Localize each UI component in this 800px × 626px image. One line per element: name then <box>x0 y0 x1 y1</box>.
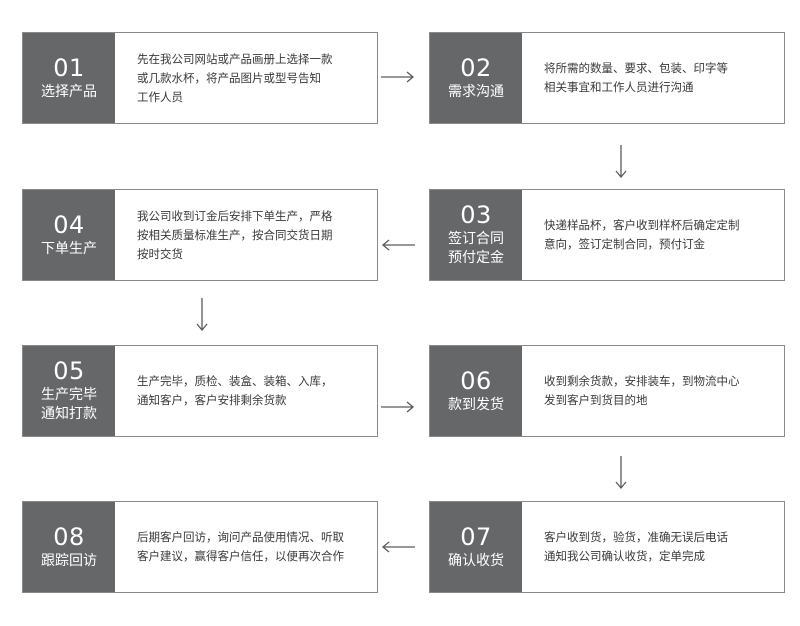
step-description: 生产完毕，质检、装盒、装箱、入库， 通知客户，客户安排剩余货款 <box>115 346 377 436</box>
description-line: 将所需的数量、要求、包装、印字等 <box>544 61 728 75</box>
arrow-down-icon <box>615 145 627 179</box>
step-title-line: 确认收货 <box>448 552 504 569</box>
step-06: 06 款到发货 收到剩余货款，安排装车，到物流中心 发到客户到货目的地 <box>429 345 785 437</box>
step-header: 01 选择产品 <box>23 33 115 123</box>
description-line: 按时交货 <box>137 246 183 261</box>
step-title-line: 跟踪回访 <box>41 552 97 569</box>
arrow-left-icon <box>381 541 415 553</box>
step-title-line: 需求沟通 <box>448 83 504 100</box>
step-header: 02 需求沟通 <box>430 33 522 123</box>
step-description: 客户收到货，验货，准确无误后电话 通知我公司确认收货，定单完成 <box>522 502 784 592</box>
step-description: 我公司收到订金后安排下单生产，严格 按相关质量标准生产，按合同交货日期 按时交货 <box>115 190 377 280</box>
step-title-line: 选择产品 <box>41 83 97 100</box>
description-line: 客户建议，赢得客户信任，以便再次合作 <box>137 549 344 563</box>
step-description: 收到剩余货款，安排装车，到物流中心 发到客户到货目的地 <box>522 346 784 436</box>
arrow-down-icon <box>615 456 627 490</box>
step-header: 07 确认收货 <box>430 502 522 592</box>
step-description: 后期客户回访，询问产品使用情况、听取 客户建议，赢得客户信任，以便再次合作 <box>115 502 377 592</box>
step-title-line: 款到发货 <box>448 396 504 413</box>
description-line: 按相关质量标准生产，按合同交货日期 <box>137 227 333 242</box>
description-line: 通知我公司确认收货，定单完成 <box>544 549 705 563</box>
description-line: 意向，签订定制合同，预付订金 <box>544 237 705 251</box>
step-header: 06 款到发货 <box>430 346 522 436</box>
step-number: 05 <box>53 357 85 385</box>
arrow-down-icon <box>196 298 208 332</box>
description-line: 我公司收到订金后安排下单生产，严格 <box>137 208 333 223</box>
step-description: 先在我公司网站或产品画册上选择一款 或几款水杯，将产品图片或型号告知 工作人员 <box>115 33 377 123</box>
step-title: 选择产品 <box>41 83 97 102</box>
step-title: 生产完毕 通知打款 <box>41 386 97 424</box>
step-header: 08 跟踪回访 <box>23 502 115 592</box>
step-number: 07 <box>460 522 492 551</box>
step-header: 05 生产完毕 通知打款 <box>23 346 115 436</box>
step-08: 08 跟踪回访 后期客户回访，询问产品使用情况、听取 客户建议，赢得客户信任，以… <box>22 501 378 593</box>
step-title-line: 签订合同 <box>448 231 504 247</box>
step-header: 04 下单生产 <box>23 190 115 280</box>
step-title: 确认收货 <box>448 552 504 571</box>
arrow-left-icon <box>381 239 415 251</box>
step-title: 签订合同 预付定金 <box>448 230 504 268</box>
description-line: 发到客户到货目的地 <box>544 393 648 407</box>
step-03: 03 签订合同 预付定金 快递样品杯，客户收到样杯后确定定制 意向，签订定制合同… <box>429 189 785 281</box>
description-line: 通知客户，客户安排剩余货款 <box>137 393 287 407</box>
step-title: 款到发货 <box>448 396 504 415</box>
description-line: 工作人员 <box>137 89 183 104</box>
step-title: 需求沟通 <box>448 83 504 102</box>
step-02: 02 需求沟通 将所需的数量、要求、包装、印字等 相关事宜和工作人员进行沟通 <box>429 32 785 124</box>
step-title: 下单生产 <box>41 240 97 259</box>
step-title: 跟踪回访 <box>41 552 97 571</box>
step-description: 快递样品杯，客户收到样杯后确定定制 意向，签订定制合同，预付订金 <box>522 190 784 280</box>
step-number: 08 <box>53 522 85 551</box>
step-number: 03 <box>460 201 492 229</box>
step-04: 04 下单生产 我公司收到订金后安排下单生产，严格 按相关质量标准生产，按合同交… <box>22 189 378 281</box>
step-title-line: 预付定金 <box>448 250 504 266</box>
description-line: 先在我公司网站或产品画册上选择一款 <box>137 51 333 66</box>
description-line: 快递样品杯，客户收到样杯后确定定制 <box>544 218 740 232</box>
step-header: 03 签订合同 预付定金 <box>430 190 522 280</box>
description-line: 或几款水杯，将产品图片或型号告知 <box>137 70 321 85</box>
step-number: 06 <box>460 366 492 395</box>
step-number: 04 <box>53 210 85 239</box>
arrow-right-icon <box>381 401 415 413</box>
step-07: 07 确认收货 客户收到货，验货，准确无误后电话 通知我公司确认收货，定单完成 <box>429 501 785 593</box>
description-line: 收到剩余货款，安排装车，到物流中心 <box>544 374 740 388</box>
description-line: 生产完毕，质检、装盒、装箱、入库， <box>137 374 333 388</box>
arrow-right-icon <box>381 71 415 83</box>
step-title-line: 下单生产 <box>41 240 97 257</box>
step-title-line: 生产完毕 <box>41 387 97 403</box>
description-line: 后期客户回访，询问产品使用情况、听取 <box>137 530 344 544</box>
step-title-line: 通知打款 <box>41 406 97 422</box>
description-line: 客户收到货，验货，准确无误后电话 <box>544 530 728 544</box>
step-number: 02 <box>460 53 492 82</box>
step-number: 01 <box>53 53 85 82</box>
step-05: 05 生产完毕 通知打款 生产完毕，质检、装盒、装箱、入库， 通知客户，客户安排… <box>22 345 378 437</box>
step-description: 将所需的数量、要求、包装、印字等 相关事宜和工作人员进行沟通 <box>522 33 784 123</box>
description-line: 相关事宜和工作人员进行沟通 <box>544 80 694 94</box>
step-01: 01 选择产品 先在我公司网站或产品画册上选择一款 或几款水杯，将产品图片或型号… <box>22 32 378 124</box>
